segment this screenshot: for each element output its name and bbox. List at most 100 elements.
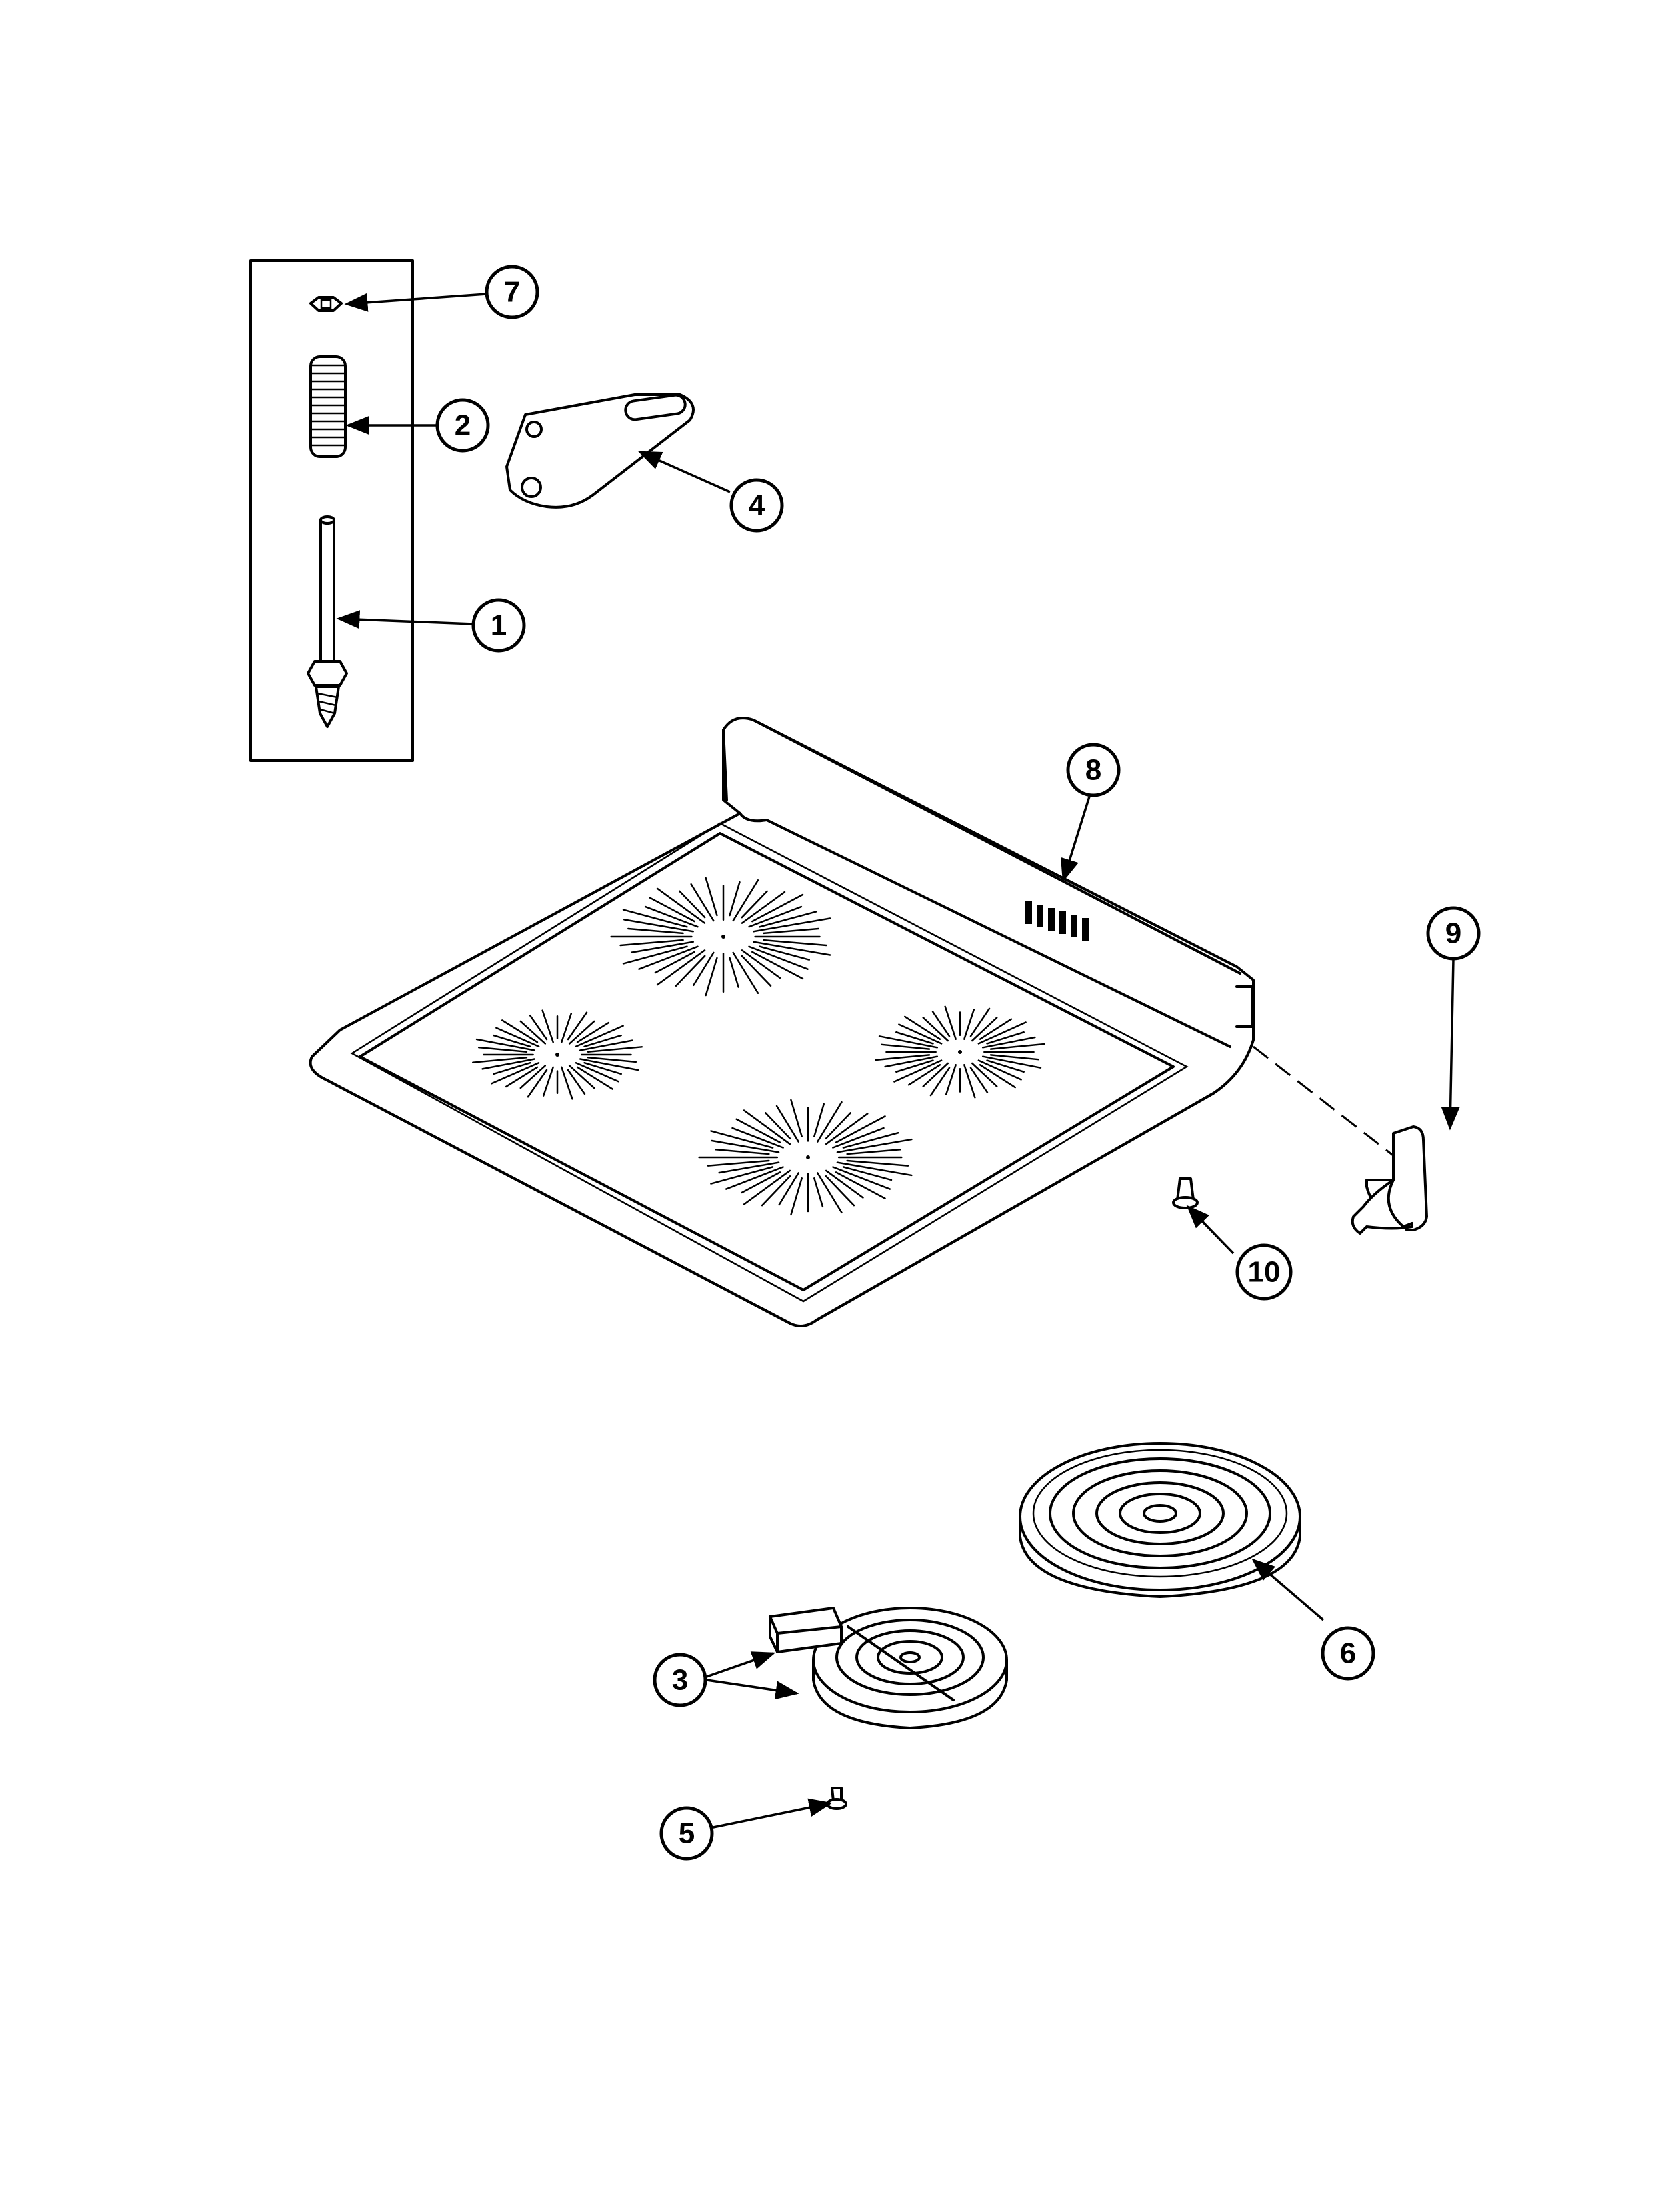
callout-10: 10 [1235,1243,1293,1301]
nut-part [309,296,343,312]
burner-ray [761,1175,791,1207]
burner-ray [969,1067,989,1093]
burner-starburst-1 [610,877,831,997]
burner-ray [587,1057,637,1063]
burner-ray [475,1038,536,1051]
small-burner-part [769,1607,1008,1729]
burner-ray [963,1064,976,1099]
burner-ray [622,945,688,965]
burner-ray [729,881,741,917]
burner-ray [579,1039,633,1051]
burner-ray [986,1059,1025,1073]
burner-ray [765,1112,791,1140]
burner-ray [505,1066,539,1088]
burner-ray [979,1064,1016,1089]
burner-ray [753,941,831,956]
burner-ray [963,1009,975,1040]
burner-ray [495,1027,540,1048]
burner-ray [945,1064,957,1095]
burner-ray [825,1113,869,1145]
burner-ray [501,1019,539,1043]
burner-ray [575,1025,624,1048]
burner-ray [725,1166,784,1190]
burner-ray [971,1017,998,1042]
burner-ray [519,1020,547,1045]
burner-ray [656,949,706,986]
callout-3-label: 3 [672,1664,688,1697]
backsplash-vent [1025,901,1089,941]
burner-ray [753,917,831,933]
burner-ray [718,1161,780,1174]
burner-ray [981,1036,1036,1049]
burner-ray [929,1067,951,1097]
burner-ray [587,1046,643,1053]
callout-8: 8 [1066,743,1121,797]
burner-ray [741,949,781,979]
burner-ray [654,951,695,974]
burner-ray [875,1054,931,1061]
burner-marks [472,877,1045,1216]
burner-ray [778,1172,799,1206]
burner-ray [832,1166,891,1190]
burner-ray [759,945,811,961]
burner-ray [922,1062,949,1087]
burner-ray [878,1035,939,1049]
burner-ray [542,1066,554,1097]
leader-lines [336,293,1460,1829]
burner-ray [568,1020,595,1045]
burner-ray [638,945,699,970]
burner-ray [675,955,706,987]
burner-ray [472,1057,528,1063]
large-burner-part [1019,1442,1301,1598]
burner-ray [751,893,804,923]
burner-ray [741,890,768,919]
burner-center-dot [721,935,725,939]
callout-2: 2 [435,398,490,453]
burner-ray [751,951,804,980]
burner-ray [895,1059,934,1073]
burner-ray [583,1034,622,1048]
side-trim-part [1351,1125,1428,1235]
burner-ray [477,1046,528,1053]
burner-ray [705,877,718,917]
burner-ray [981,1055,1042,1069]
callout-5-label: 5 [679,1817,695,1850]
callout-7-label: 7 [504,276,520,309]
burner-ray [705,957,718,997]
burner-starburst-4 [698,1099,913,1216]
burner-ray [977,1059,1022,1081]
burner-ray [731,1127,784,1149]
callout-9-label: 9 [1445,917,1461,950]
burner-ray [763,927,819,935]
burner-ray [656,887,706,924]
callout-2-label: 2 [455,409,471,442]
burner-ray [529,1014,548,1041]
burner-starburst-2 [472,1009,643,1100]
burner-ray [835,1115,886,1143]
burner-ray [493,1034,531,1048]
burner-ray [567,1011,588,1041]
callout-4-label: 4 [749,489,765,522]
burner-ray [904,1015,941,1040]
burner-ray [893,1059,943,1083]
burner-ray [735,1118,781,1143]
burner-ray [763,939,827,947]
burner-ray [741,891,786,924]
burner-ray [741,955,772,987]
burner-ray [631,941,694,953]
callout-4: 4 [729,478,784,533]
burner-ray [971,1062,998,1087]
burner-ray [884,1055,939,1068]
burner-ray [825,1112,851,1140]
burner-center-dot [958,1050,962,1054]
burner-ray [710,1166,774,1185]
burner-ray [583,1061,622,1075]
burner-ray [527,1069,548,1098]
burner-ray [576,1066,613,1090]
burner-ray [813,1177,824,1208]
spring-part [309,355,347,458]
burner-ray [649,897,695,923]
clip-part [1172,1177,1199,1209]
burner-ray [541,1009,554,1043]
